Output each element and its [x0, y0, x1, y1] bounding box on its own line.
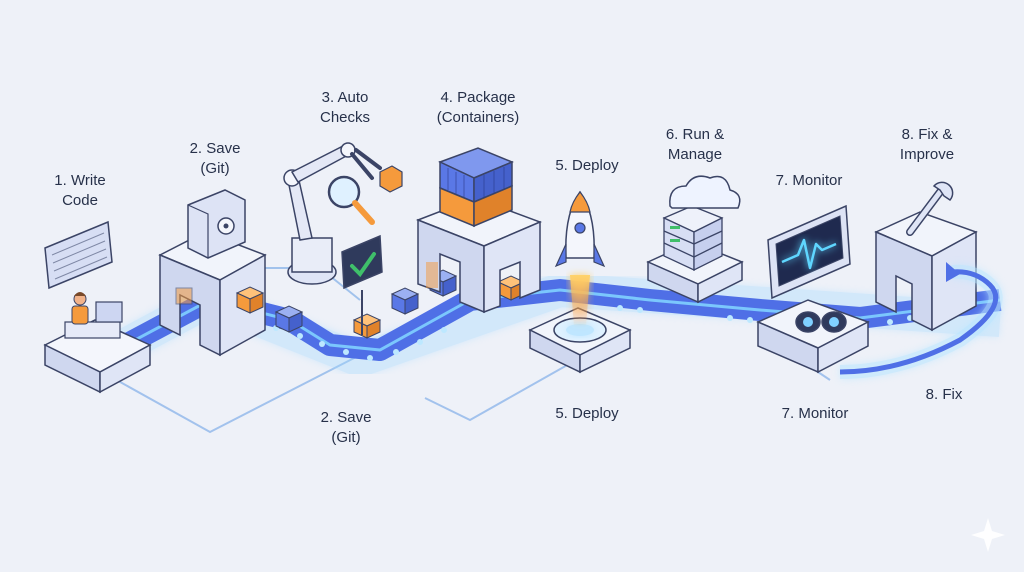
label-deploy-top: 5. Deploy: [555, 157, 619, 174]
label-monitor-top: 7. Monitor: [775, 172, 843, 189]
station-monitor: [756, 204, 870, 374]
box-orange-1: [235, 286, 265, 314]
label-package: 4. Package (Containers): [436, 89, 520, 126]
station-package: [415, 147, 543, 314]
station-write-code: [43, 220, 152, 394]
shipping-container-icon: [438, 147, 514, 228]
label-auto-checks: 3. Auto Checks: [319, 89, 371, 126]
station-deploy: [528, 190, 632, 374]
sparkle-icon: [971, 518, 1005, 552]
label-save-git-bottom: 2. Save (Git): [320, 409, 372, 446]
box-blue-2: [390, 287, 420, 315]
box-orange-2: [352, 313, 382, 339]
robot-arm-icon: [283, 142, 403, 285]
checkmark-icon: [341, 234, 383, 335]
station-run-manage: [646, 175, 744, 304]
label-save-git-top: 2. Save (Git): [189, 140, 241, 177]
label-deploy-bottom: 5. Deploy: [555, 405, 619, 422]
label-write-code: 1. Write Code: [54, 172, 106, 209]
label-fix-bottom: 8. Fix: [925, 386, 963, 403]
label-fix-improve: 8. Fix & Improve: [899, 126, 955, 163]
heartbeat-monitor-icon: [767, 204, 851, 300]
magnifier-icon: [327, 175, 375, 225]
station-save-git: [158, 189, 267, 357]
feedback-arrow: [839, 262, 1003, 379]
rocket-icon: [554, 190, 606, 268]
wrench-icon: [906, 181, 954, 236]
box-blue-1: [274, 305, 304, 333]
binoculars-icon: [795, 311, 847, 333]
station-fix-improve: [874, 181, 978, 332]
developer-at-desk-icon: [64, 292, 123, 339]
safe-vault-icon: [187, 189, 246, 259]
station-auto-checks: [283, 142, 403, 335]
keyboard-icon: [44, 220, 113, 290]
label-monitor-bottom: 7. Monitor: [781, 405, 849, 422]
cloud-server-icon: [662, 175, 741, 272]
label-run-manage: 6. Run & Manage: [665, 126, 725, 163]
